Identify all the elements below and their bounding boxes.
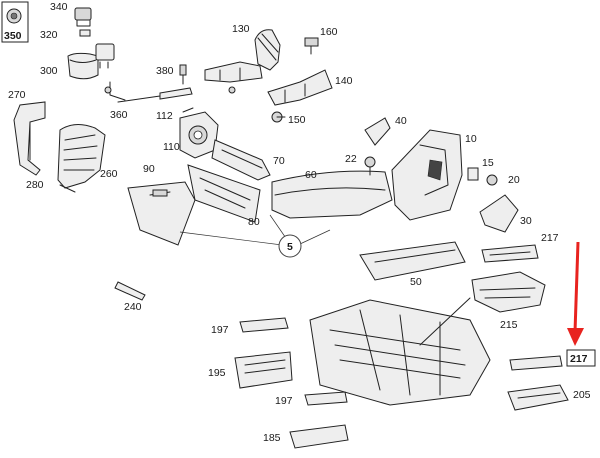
label-197-lower: 197 bbox=[275, 395, 293, 407]
seat-cushion-60[interactable] bbox=[271, 170, 393, 219]
cover-30[interactable] bbox=[479, 194, 519, 233]
label-270: 270 bbox=[8, 89, 26, 101]
label-150: 150 bbox=[288, 114, 306, 126]
label-22: 22 bbox=[345, 153, 357, 165]
label-215: 215 bbox=[500, 319, 518, 331]
label-80: 80 bbox=[248, 216, 260, 228]
track-215[interactable] bbox=[471, 271, 546, 313]
label-70: 70 bbox=[273, 155, 285, 167]
label-260: 260 bbox=[100, 168, 118, 180]
backrest-10[interactable] bbox=[391, 129, 463, 221]
pin-380[interactable] bbox=[179, 64, 187, 85]
motor-housing-110[interactable] bbox=[179, 107, 219, 159]
label-112: 112 bbox=[156, 110, 173, 122]
shell-260-280[interactable] bbox=[57, 124, 106, 193]
label-130: 130 bbox=[232, 23, 250, 35]
callout-5 bbox=[179, 214, 331, 258]
rail-70[interactable] bbox=[211, 139, 271, 181]
screw-22[interactable] bbox=[364, 156, 376, 176]
bracket-40[interactable] bbox=[364, 117, 391, 146]
seat-pan-90[interactable] bbox=[127, 181, 196, 246]
part-205[interactable] bbox=[507, 384, 569, 411]
part-197-lower[interactable] bbox=[304, 391, 348, 406]
label-110: 110 bbox=[163, 141, 180, 153]
label-185: 185 bbox=[263, 432, 281, 444]
label-350: 350 bbox=[4, 30, 22, 42]
part-197-upper[interactable] bbox=[239, 317, 289, 333]
label-280: 280 bbox=[26, 179, 44, 191]
label-360: 360 bbox=[110, 109, 128, 121]
part-217-upper[interactable] bbox=[481, 244, 539, 263]
label-5: 5 bbox=[287, 241, 293, 253]
label-197-upper: 197 bbox=[211, 324, 229, 336]
bracket-140[interactable] bbox=[267, 69, 333, 106]
red-arrow bbox=[567, 241, 584, 346]
label-340: 340 bbox=[50, 1, 68, 13]
label-205: 205 bbox=[573, 389, 591, 401]
label-160: 160 bbox=[320, 26, 338, 38]
label-380: 380 bbox=[156, 65, 174, 77]
highlight-217-box[interactable] bbox=[566, 349, 596, 367]
screw-20[interactable] bbox=[486, 174, 498, 186]
part-217-lower[interactable] bbox=[509, 355, 563, 371]
label-30: 30 bbox=[520, 215, 532, 227]
recliner-130[interactable] bbox=[204, 29, 281, 94]
side-panel-270[interactable] bbox=[13, 101, 46, 176]
part-350-group[interactable] bbox=[1, 1, 29, 43]
frame-80[interactable] bbox=[187, 164, 261, 223]
label-217-upper: 217 bbox=[541, 232, 559, 244]
screw-150[interactable] bbox=[271, 111, 286, 123]
label-217-highlight: 217 bbox=[570, 353, 588, 365]
label-20: 20 bbox=[508, 174, 520, 186]
label-60: 60 bbox=[305, 169, 317, 181]
seat-frame-assembly[interactable] bbox=[309, 297, 491, 406]
lever-360[interactable] bbox=[104, 81, 193, 103]
trim-50[interactable] bbox=[359, 241, 466, 281]
part-185[interactable] bbox=[289, 424, 349, 449]
clip-15[interactable] bbox=[467, 167, 479, 181]
label-240: 240 bbox=[124, 301, 142, 313]
part-195[interactable] bbox=[234, 351, 293, 389]
label-40: 40 bbox=[395, 115, 407, 127]
label-300: 300 bbox=[40, 65, 58, 77]
label-140: 140 bbox=[335, 75, 353, 87]
label-15: 15 bbox=[482, 157, 494, 169]
label-10: 10 bbox=[465, 133, 477, 145]
label-195: 195 bbox=[208, 367, 226, 379]
label-50: 50 bbox=[410, 276, 422, 288]
label-320: 320 bbox=[40, 29, 58, 41]
bracket-240[interactable] bbox=[114, 281, 146, 301]
label-90: 90 bbox=[143, 163, 155, 175]
screw-160[interactable] bbox=[304, 37, 319, 55]
cup-holder-assembly[interactable] bbox=[67, 7, 115, 80]
